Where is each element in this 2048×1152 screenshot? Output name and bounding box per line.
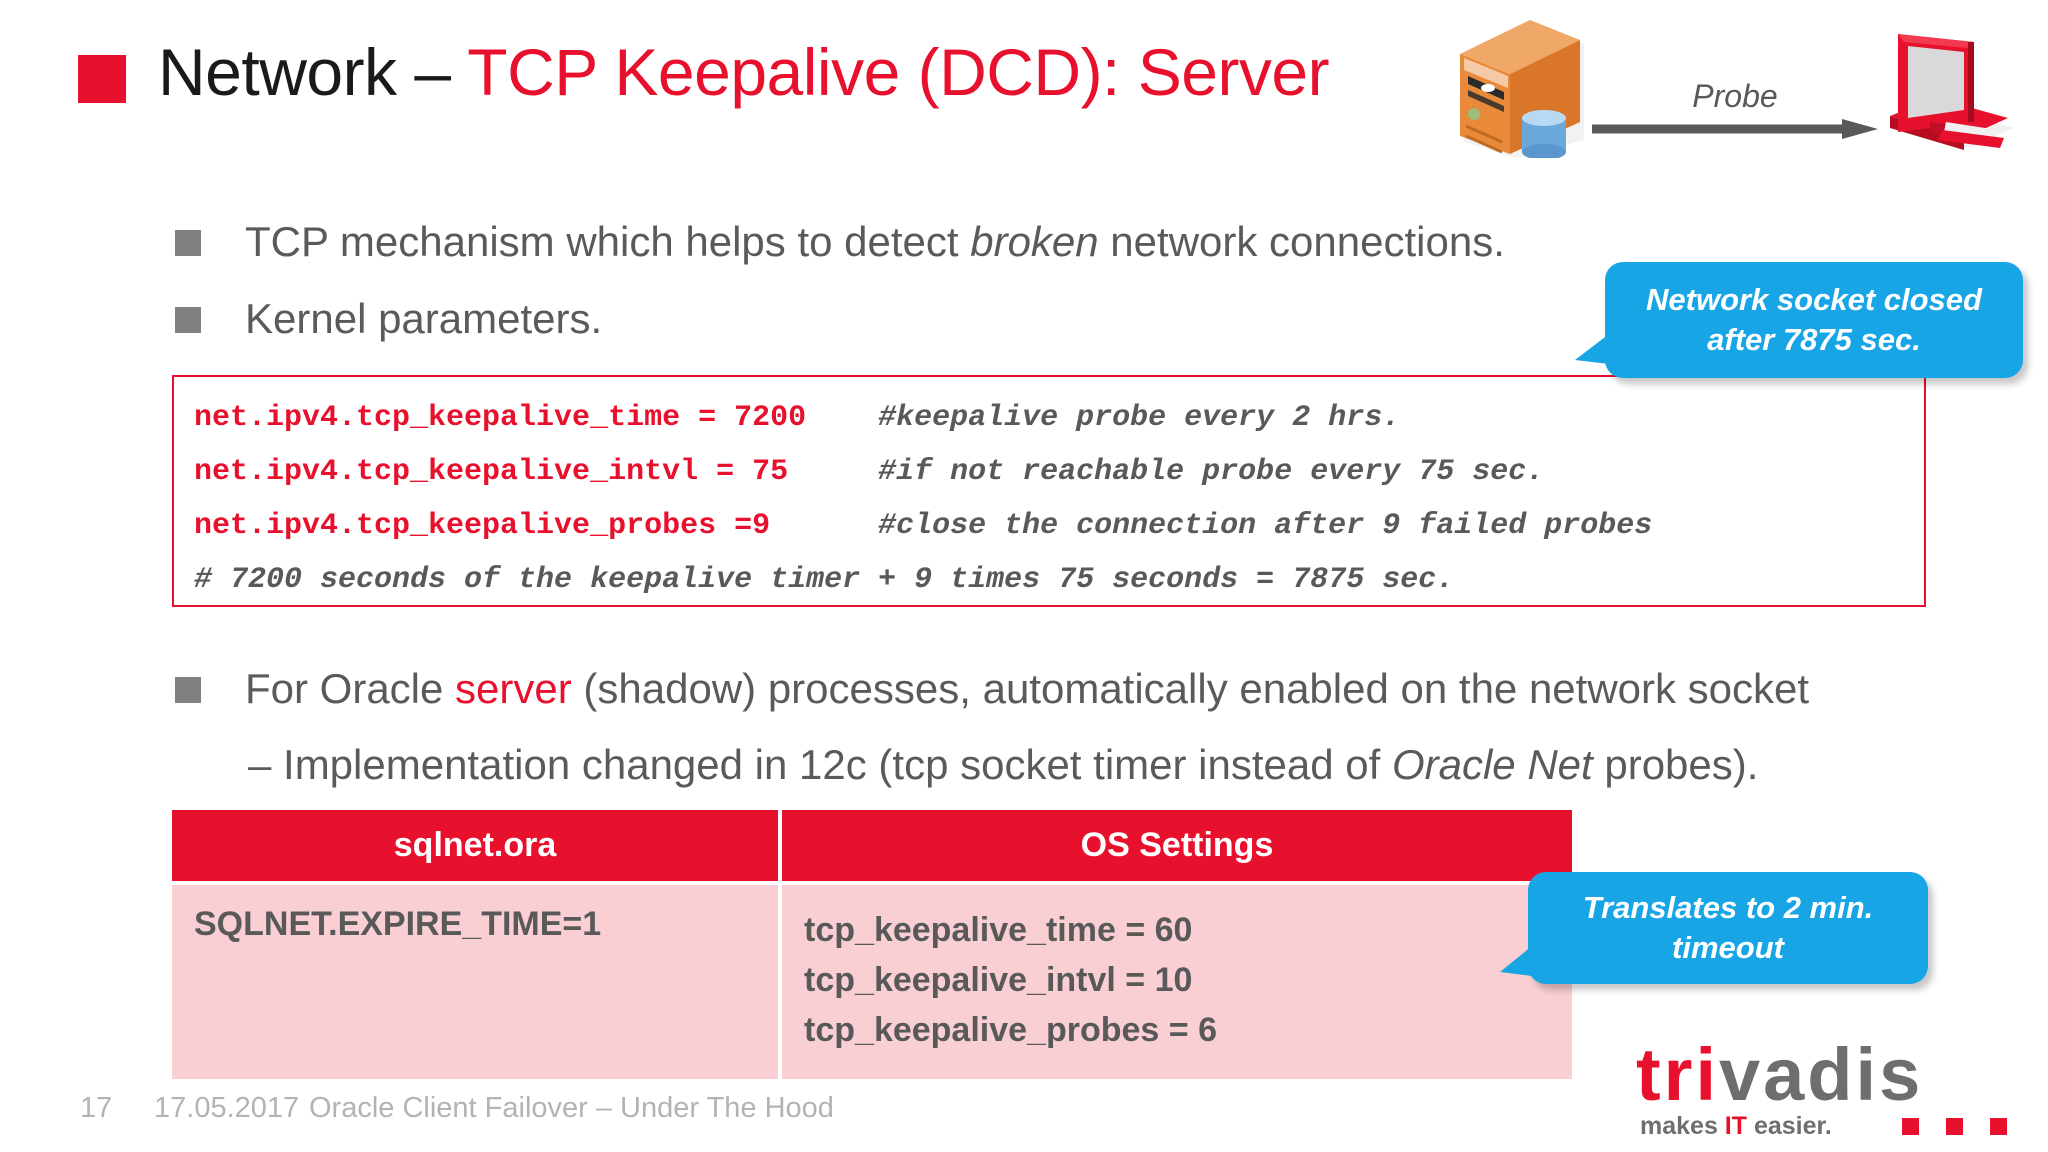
bullet-text: TCP mechanism which helps to detect brok… <box>245 215 1505 269</box>
bullet-text: Kernel parameters. <box>245 295 603 342</box>
tagline-it: IT <box>1724 1112 1748 1140</box>
cell-os-values: tcp_keepalive_time = 60 tcp_keepalive_in… <box>782 881 1572 1079</box>
table-header-sqlnet: sqlnet.ora <box>172 810 783 881</box>
logo-tagline: makes IT easier. <box>1640 1112 1832 1141</box>
os-setting-line: tcp_keepalive_intvl = 10 <box>804 961 1193 999</box>
sub-bullet-after: probes). <box>1592 741 1759 788</box>
probe-label: Probe <box>1692 78 1778 114</box>
logo-dot-icon <box>1946 1118 1963 1135</box>
tagline-after: easier. <box>1747 1112 1832 1140</box>
title-bullet-square <box>78 55 126 103</box>
code-command: net.ipv4.tcp_keepalive_probes =9 <box>194 509 771 543</box>
code-line: net.ipv4.tcp_keepalive_intvl = 75 #if no… <box>194 445 1924 499</box>
callout-translates-timeout: Translates to 2 min. timeout <box>1500 872 1928 984</box>
trivadis-logo: trivadis makes IT easier. <box>1636 1038 2022 1142</box>
callout-line-2: after 7875 sec. <box>1707 322 1921 357</box>
code-comment: #keepalive probe every 2 hrs. <box>806 401 1401 435</box>
code-summary-comment: # 7200 seconds of the keepalive timer + … <box>194 563 1455 597</box>
callout-text: Translates to 2 min. timeout <box>1583 888 1874 968</box>
logo-dot-icon <box>1990 1118 2007 1135</box>
callout-line-1: Network socket closed <box>1646 282 1982 317</box>
logo-word-red: tri <box>1636 1033 1719 1116</box>
table-header-os-settings: OS Settings <box>782 810 1572 881</box>
bullet-1-after: network connections. <box>1098 218 1505 265</box>
bullet-item-oracle-server: For Oracle server (shadow) processes, au… <box>175 662 1809 716</box>
page-number: 17 <box>80 1092 113 1124</box>
square-bullet-icon <box>175 677 201 703</box>
bullet-item-tcp-mechanism: TCP mechanism which helps to detect brok… <box>175 215 1505 269</box>
bullet-1-italic: broken <box>970 218 1099 265</box>
logo-wordmark: trivadis <box>1636 1038 1923 1112</box>
page-title-black: Network <box>158 35 415 109</box>
footer-date: 17.05.2017 <box>154 1092 300 1124</box>
desktop-computer-icon <box>1868 30 2018 160</box>
code-command: net.ipv4.tcp_keepalive_time = 7200 <box>194 401 807 435</box>
square-bullet-icon <box>175 230 201 256</box>
probe-arrow-group: Probe <box>1590 30 1880 140</box>
page-title-red: TCP Keepalive (DCD): Server <box>467 35 1330 109</box>
oracle-bullet-before: For Oracle <box>245 665 456 712</box>
sub-bullet-italic: Oracle Net <box>1391 741 1593 788</box>
square-bullet-icon <box>175 307 201 333</box>
page-title-dash: – <box>414 35 468 109</box>
callout-tail-icon <box>1500 946 1532 976</box>
tagline-before: makes <box>1640 1112 1725 1140</box>
code-command: net.ipv4.tcp_keepalive_intvl = 75 <box>194 455 789 489</box>
bullet-text: For Oracle server (shadow) processes, au… <box>245 662 1809 716</box>
sub-bullet-before: – Implementation changed in 12c (tcp soc… <box>248 741 1392 788</box>
logo-word-gray: vadis <box>1719 1033 1924 1116</box>
table-row: SQLNET.EXPIRE_TIME=1 tcp_keepalive_time … <box>172 881 1572 1079</box>
code-line: net.ipv4.tcp_keepalive_time = 7200 #keep… <box>194 391 1924 445</box>
table-header-row: sqlnet.ora OS Settings <box>172 810 1572 881</box>
slide-header: Network – TCP Keepalive (DCD): Server Pr… <box>0 0 2048 170</box>
settings-table: sqlnet.ora OS Settings SQLNET.EXPIRE_TIM… <box>172 810 1572 1079</box>
oracle-bullet-after: (shadow) processes, automatically enable… <box>571 665 1810 712</box>
bullet-item-kernel-parameters: Kernel parameters. <box>175 292 602 346</box>
server-tower-icon <box>1456 18 1591 160</box>
callout-line-1: Translates to 2 min. <box>1582 890 1874 925</box>
page-title: Network – TCP Keepalive (DCD): Server <box>158 28 1330 116</box>
callout-network-socket-closed: Network socket closed after 7875 sec. <box>1575 262 2023 378</box>
callout-tail-icon <box>1575 334 1609 364</box>
kernel-parameters-code-block: net.ipv4.tcp_keepalive_time = 7200 #keep… <box>172 375 1926 607</box>
callout-line-2: timeout <box>1672 930 1784 965</box>
oracle-bullet-highlight: server <box>455 665 572 712</box>
code-comment: #if not reachable probe every 75 sec. <box>788 455 1545 489</box>
footer-deck-title: Oracle Client Failover – Under The Hood <box>309 1092 834 1124</box>
os-setting-line: tcp_keepalive_time = 60 <box>804 911 1193 949</box>
callout-text: Network socket closed after 7875 sec. <box>1646 280 1982 360</box>
logo-dot-icon <box>1902 1118 1919 1135</box>
os-setting-line: tcp_keepalive_probes = 6 <box>804 1011 1217 1049</box>
bullet-1-before: TCP mechanism which helps to detect <box>245 218 971 265</box>
cell-sqlnet-value: SQLNET.EXPIRE_TIME=1 <box>172 881 783 1079</box>
right-arrow-icon <box>1592 119 1878 139</box>
sub-bullet-implementation: – Implementation changed in 12c (tcp soc… <box>248 738 1758 792</box>
code-line: net.ipv4.tcp_keepalive_probes =9 #close … <box>194 499 1924 553</box>
code-comment: #close the connection after 9 failed pro… <box>770 509 1653 543</box>
slide-footer: 17 17.05.2017 Oracle Client Failover – Und… <box>80 1092 834 1125</box>
